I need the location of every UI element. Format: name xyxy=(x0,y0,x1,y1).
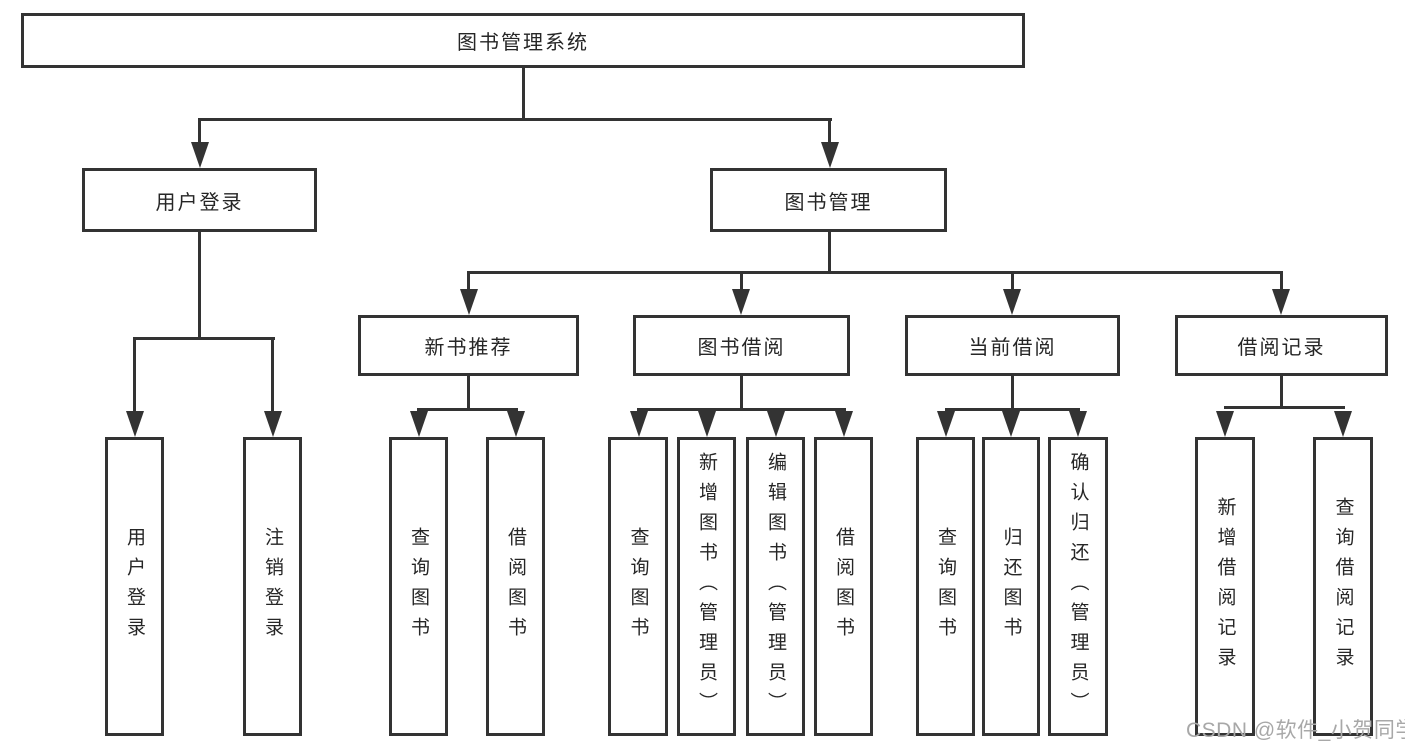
connector xyxy=(133,340,136,414)
connector xyxy=(417,408,518,411)
connector xyxy=(1224,406,1345,409)
node-book-management: 图书管理 xyxy=(710,168,947,232)
node-label: 查询图书 xyxy=(408,526,429,647)
node-borrowing-records: 借阅记录 xyxy=(1175,315,1388,376)
arrowhead xyxy=(126,411,144,437)
node-label: 用户登录 xyxy=(124,526,145,647)
node-label: 查询借阅记录 xyxy=(1332,496,1354,677)
node-label: 借阅图书 xyxy=(833,526,854,647)
connector xyxy=(467,376,470,408)
leaf-edit-book-admin: 编辑图书（管理员） xyxy=(746,437,805,736)
connector xyxy=(467,274,470,292)
connector xyxy=(828,232,831,273)
node-label: 图书管理系统 xyxy=(457,32,589,54)
connector xyxy=(1011,376,1014,408)
arrowhead xyxy=(1216,411,1234,437)
node-label: 查询图书 xyxy=(935,526,956,647)
node-label: 新增图书（管理员） xyxy=(696,451,717,722)
arrowhead xyxy=(191,142,209,168)
node-label: 确认归还（管理员） xyxy=(1067,451,1089,722)
arrowhead xyxy=(460,289,478,315)
arrowhead xyxy=(1069,411,1087,437)
arrowhead xyxy=(821,142,839,168)
arrowhead xyxy=(1334,411,1352,437)
arrowhead xyxy=(698,411,716,437)
connector xyxy=(198,118,832,121)
node-label: 归还图书 xyxy=(1000,526,1022,647)
arrowhead xyxy=(1272,289,1290,315)
node-label: 新增借阅记录 xyxy=(1214,496,1236,677)
node-new-book-recommend: 新书推荐 xyxy=(358,315,579,376)
leaf-user-login: 用户登录 xyxy=(105,437,164,736)
connector xyxy=(133,337,275,340)
arrowhead xyxy=(264,411,282,437)
leaf-query-books-borrowing: 查询图书 xyxy=(608,437,668,736)
node-label: 查询图书 xyxy=(627,526,649,647)
connector xyxy=(828,121,831,147)
node-label: 编辑图书（管理员） xyxy=(765,451,786,722)
connector xyxy=(1280,274,1283,292)
node-label: 图书借阅 xyxy=(697,337,786,359)
connector xyxy=(198,232,201,337)
connector xyxy=(740,274,743,292)
node-label: 当前借阅 xyxy=(968,337,1057,359)
arrowhead xyxy=(507,411,525,437)
connector xyxy=(1280,376,1283,406)
arrowhead xyxy=(732,289,750,315)
leaf-query-borrow-record: 查询借阅记录 xyxy=(1313,437,1373,736)
connector xyxy=(945,408,1080,411)
arrowhead xyxy=(767,411,785,437)
node-current-borrowing: 当前借阅 xyxy=(905,315,1120,376)
arrowhead xyxy=(937,411,955,437)
node-label: 图书管理 xyxy=(784,191,873,214)
node-label: 新书推荐 xyxy=(424,337,513,359)
arrowhead xyxy=(835,411,853,437)
connector xyxy=(198,121,201,147)
leaf-add-book-admin: 新增图书（管理员） xyxy=(677,437,736,736)
node-label: 注销登录 xyxy=(262,526,283,647)
connector xyxy=(637,408,846,411)
connector xyxy=(740,376,743,408)
arrowhead xyxy=(410,411,428,437)
leaf-query-books-current: 查询图书 xyxy=(916,437,975,736)
connector xyxy=(271,340,274,414)
node-label: 借阅图书 xyxy=(505,526,526,647)
leaf-add-borrow-record: 新增借阅记录 xyxy=(1195,437,1255,736)
node-label: 借阅记录 xyxy=(1237,337,1326,359)
node-user-login: 用户登录 xyxy=(82,168,317,232)
leaf-borrow-books-recommend: 借阅图书 xyxy=(486,437,545,736)
node-book-borrowing: 图书借阅 xyxy=(633,315,850,376)
leaf-borrow-books: 借阅图书 xyxy=(814,437,873,736)
arrowhead xyxy=(630,411,648,437)
arrowhead xyxy=(1003,289,1021,315)
leaf-return-book: 归还图书 xyxy=(982,437,1040,736)
connector xyxy=(467,271,1283,274)
connector xyxy=(522,68,525,118)
node-library-management-system: 图书管理系统 xyxy=(21,13,1025,68)
connector xyxy=(1011,274,1014,292)
node-label: 用户登录 xyxy=(155,191,244,214)
leaf-query-books-recommend: 查询图书 xyxy=(389,437,448,736)
leaf-confirm-return-admin: 确认归还（管理员） xyxy=(1048,437,1108,736)
csdn-watermark: CSDN @软件_小贺同学 xyxy=(1186,719,1405,742)
arrowhead xyxy=(1002,411,1020,437)
leaf-logout: 注销登录 xyxy=(243,437,302,736)
